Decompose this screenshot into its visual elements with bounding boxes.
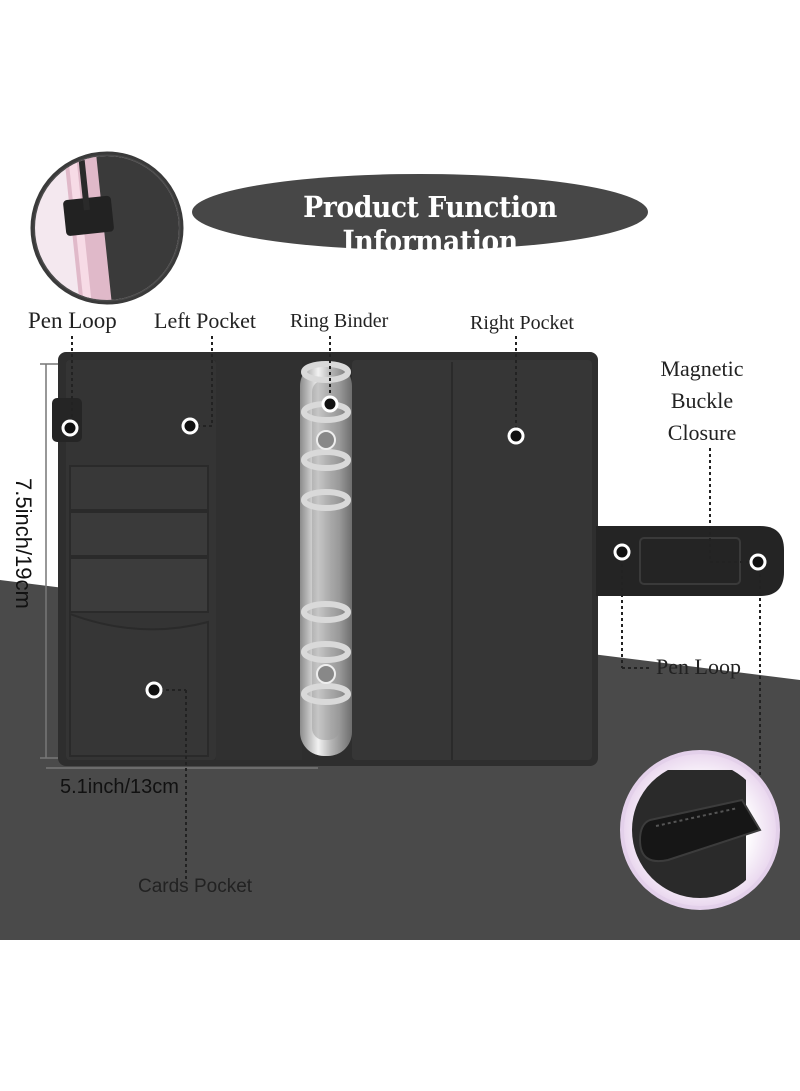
title-banner bbox=[192, 174, 648, 250]
label-closure: Closure bbox=[667, 420, 737, 445]
binder-body bbox=[52, 352, 784, 766]
label-magnetic: Magnetic bbox=[660, 356, 744, 381]
label-left-pocket: Left Pocket bbox=[154, 308, 257, 333]
label-cards-pocket: Cards Pocket bbox=[138, 876, 253, 897]
pen-loop-closeup bbox=[30, 151, 184, 305]
label-pen-loop-top: Pen Loop bbox=[28, 308, 117, 333]
dimension-width: 5.1inch/13cm bbox=[60, 776, 179, 798]
closure-closeup bbox=[620, 750, 780, 910]
page-title: Product Function Information bbox=[303, 190, 557, 258]
dimension-lines bbox=[40, 363, 318, 769]
ring-mechanism bbox=[300, 361, 352, 756]
label-buckle: Buckle bbox=[670, 388, 734, 413]
label-right-pocket: Right Pocket bbox=[470, 312, 574, 334]
label-pen-loop-right: Pen Loop bbox=[656, 654, 741, 679]
marker-dots bbox=[61, 395, 767, 699]
label-ring-binder: Ring Binder bbox=[290, 310, 389, 332]
dimension-height: 7.5inch/19cm bbox=[11, 478, 36, 609]
